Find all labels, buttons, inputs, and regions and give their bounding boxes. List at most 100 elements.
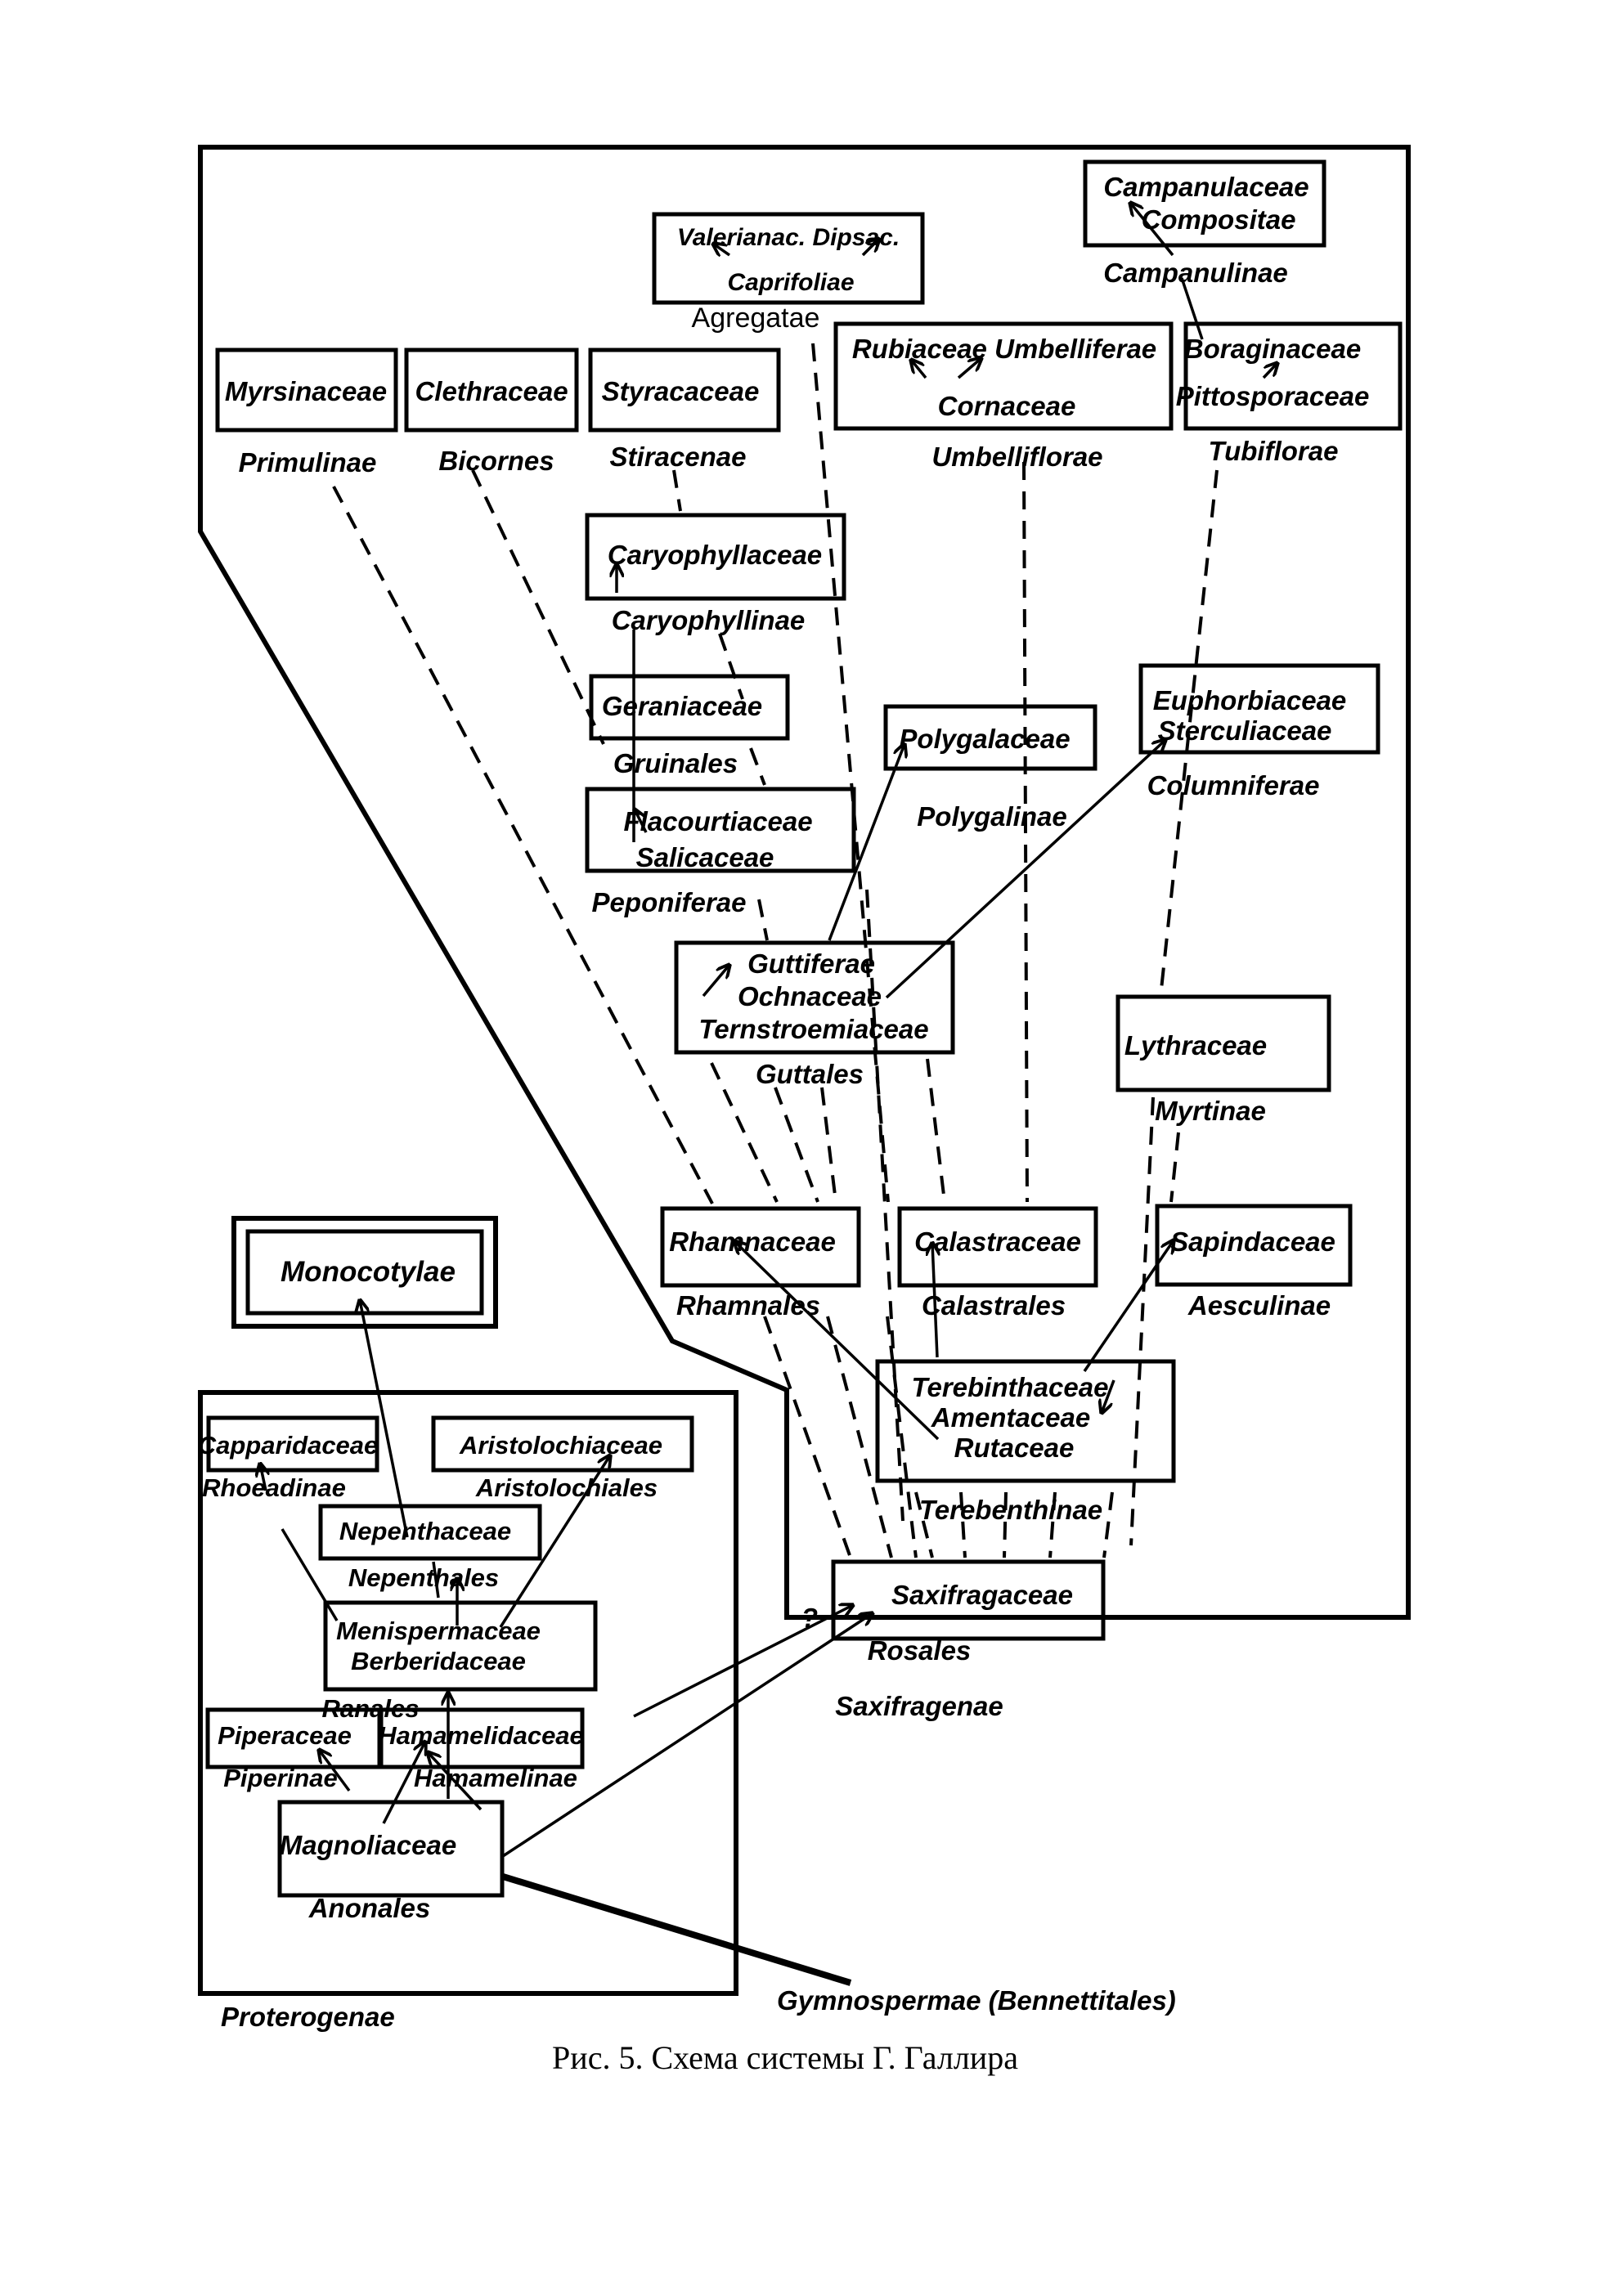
label-salicaceae: Salicaceae	[636, 842, 774, 872]
edge-dashed	[332, 486, 714, 1204]
edge-dashed	[811, 343, 890, 1203]
edge-dashed	[757, 899, 769, 941]
label-cornaceae: Cornaceae	[938, 391, 1076, 421]
label-ranales: Ranales	[322, 1694, 420, 1723]
box-capparidaceae	[206, 1415, 379, 1473]
label-sapindaceae: Sapindaceae	[1170, 1226, 1335, 1257]
label-terebenthinae: Terebenthinae	[919, 1495, 1102, 1525]
label-agregatae: Agregatae	[692, 303, 820, 334]
label-monocotylae: Monocotylae	[281, 1256, 456, 1288]
label-anonales: Anonales	[308, 1893, 431, 1923]
proterogenae-frame	[198, 1390, 738, 1996]
label-hamamelidaceae: Hamamelidaceae	[378, 1721, 584, 1750]
label-geraniaceae: Geraniaceae	[602, 691, 762, 721]
label-polygalinae: Polygalinae	[917, 801, 1066, 832]
box-nepenthaceae	[318, 1504, 542, 1561]
edge-arrow	[713, 244, 731, 255]
label-pittosporaceae: Pittosporaceae	[1176, 381, 1370, 411]
label-rhoeadinae: Rhoeadinae	[202, 1473, 346, 1502]
box-styracaceae	[588, 348, 781, 433]
label-valerianac: Valerianac. Dipsac.	[677, 224, 900, 251]
label-primulinae: Primulinae	[239, 447, 377, 478]
edge-dashed	[471, 469, 605, 745]
edge-arrow	[360, 1300, 409, 1538]
label-euphorbiaceae: Euphorbiaceae	[1153, 685, 1347, 715]
edge-dashed	[1048, 1491, 1057, 1558]
box-saxifragaceae	[831, 1559, 1106, 1641]
edge-arrow	[635, 809, 648, 833]
edge-arrow	[1083, 1240, 1174, 1372]
edge-arrow	[734, 1241, 940, 1441]
label-sterculiaceae: Sterculiaceae	[1158, 715, 1332, 746]
box-flacourtiaceae	[585, 787, 856, 873]
edge-arrow	[1102, 1379, 1115, 1413]
edge-dashed	[710, 1062, 779, 1203]
label-nepenthaceae: Nepenthaceae	[339, 1517, 511, 1545]
label-aristolochiaceae: Aristolochiaceae	[459, 1431, 662, 1460]
edge-arrow	[319, 1750, 351, 1792]
label-hamamelinae: Hamamelinae	[414, 1764, 577, 1792]
edge-arrow	[260, 1464, 266, 1491]
box-rhamnaceae	[660, 1206, 861, 1288]
label-bicornes: Bicornes	[438, 446, 554, 476]
label-terebinthaceae: Terebinthaceae	[912, 1372, 1109, 1402]
edge-arrow	[932, 1243, 937, 1358]
edge-dashed	[1003, 1491, 1008, 1558]
outer-frame	[198, 145, 1411, 1620]
edge-dashed	[820, 1087, 837, 1203]
figure-caption: Рис. 5. Схема системы Г. Галлира	[552, 2039, 1018, 2076]
label-styracaceae: Styracaceae	[602, 376, 760, 406]
edge-arrow	[502, 1613, 873, 1858]
box-magnoliaceae	[277, 1800, 505, 1898]
label-piperinae: Piperinae	[223, 1764, 338, 1792]
box-myrsinaceae	[215, 348, 398, 433]
edge-arrow	[957, 358, 981, 379]
label-lythraceae: Lythraceae	[1124, 1030, 1267, 1061]
label-nepenthales: Nepenthales	[348, 1563, 499, 1592]
label-flacourtiaceae: Flacourtiaceae	[623, 806, 812, 836]
box-boraginaceae	[1183, 321, 1403, 431]
box-rubiaceae	[833, 321, 1174, 431]
label-rutaceae: Rutaceae	[954, 1433, 1075, 1463]
edge-dashed	[886, 1316, 918, 1558]
label-guttales: Guttales	[756, 1059, 864, 1089]
label-tubiflorae: Tubiflorae	[1209, 436, 1339, 466]
label-piperaceae: Piperaceae	[218, 1721, 352, 1750]
edge-dashed	[926, 1058, 946, 1203]
edge-dashed	[914, 1491, 934, 1558]
label-myrsinaceae: Myrsinaceae	[225, 376, 387, 406]
box-hamamelidaceae	[379, 1707, 585, 1769]
edge-dashed	[1022, 461, 1029, 1203]
label-question-mark: ?	[801, 1603, 818, 1633]
label-saxifragenae: Saxifragenae	[835, 1691, 1003, 1721]
edge-arrow	[702, 965, 729, 998]
label-peponiferae: Peponiferae	[592, 887, 747, 917]
box-sapindaceae	[1155, 1204, 1353, 1287]
label-capparidaceae: Capparidaceae	[198, 1431, 379, 1460]
label-columniferae: Columniferae	[1147, 770, 1320, 800]
edge-dashed	[1169, 1132, 1180, 1203]
label-caryophyllaceae: Caryophyllaceae	[608, 540, 822, 570]
box-calastraceae	[897, 1206, 1098, 1288]
edge-dashed	[1129, 1096, 1155, 1546]
edge-arrow	[828, 744, 904, 941]
label-campanulinae: Campanulinae	[1103, 258, 1288, 288]
label-gruinales: Gruinales	[613, 748, 738, 778]
edge-dashed	[959, 1491, 967, 1558]
label-boraginaceae: Boraginaceae	[1184, 334, 1361, 364]
edge-arrow	[428, 1752, 483, 1811]
edge-arrow	[1130, 203, 1174, 257]
edge-dashed	[672, 469, 682, 512]
label-magnoliaceae: Magnoliaceae	[280, 1830, 456, 1860]
box-lythraceae	[1115, 994, 1331, 1092]
label-myrtinae: Myrtinae	[1155, 1096, 1266, 1126]
edge-arrow	[1262, 363, 1277, 379]
label-aesculinae: Aesculinae	[1187, 1290, 1331, 1321]
box-polygalaceae	[883, 704, 1098, 771]
box-guttiferae	[674, 940, 955, 1055]
edge-arrow	[633, 1605, 853, 1718]
edge-arrow	[885, 740, 1165, 999]
label-umbelliflorae: Umbelliflorae	[931, 442, 1102, 472]
edge-arrow	[499, 1455, 610, 1628]
box-caryophyllaceae	[585, 513, 846, 601]
